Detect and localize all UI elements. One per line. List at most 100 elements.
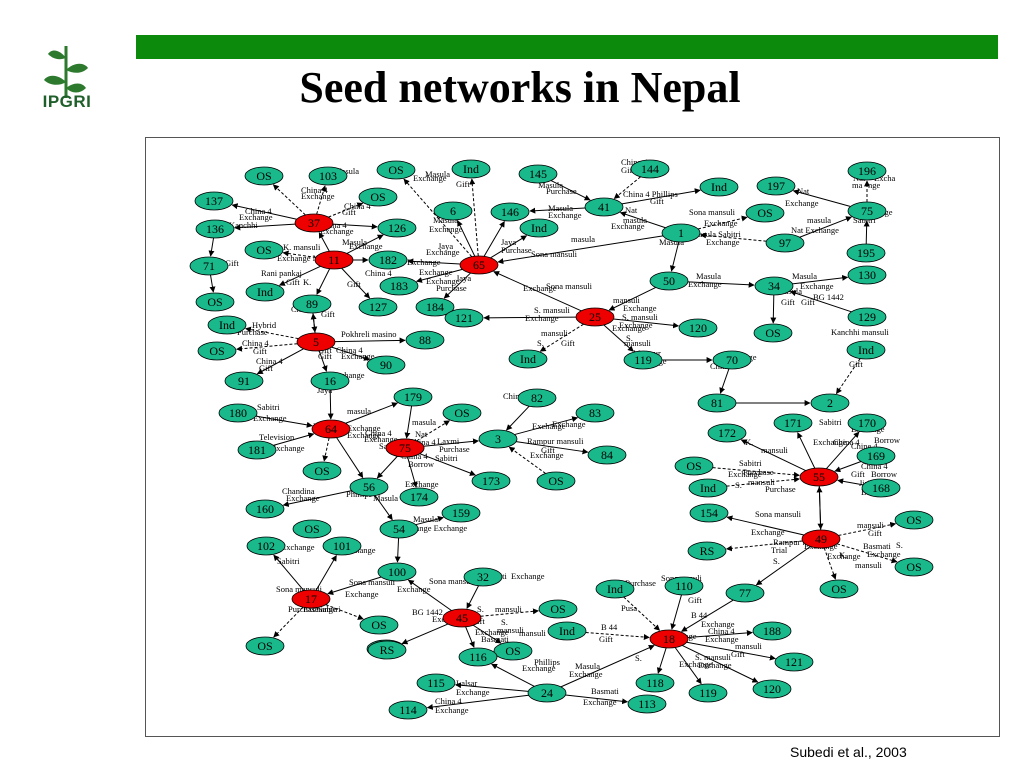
node-label: 24 [541,686,553,700]
node-ellipse [245,499,285,519]
node-label: OS [757,206,772,220]
edge-label: Sabitri [318,604,341,614]
network-node-n172: 172 [707,423,747,443]
network-edge [603,324,634,352]
network-node-n183: 183 [379,276,419,296]
node-ellipse [245,636,285,656]
node-ellipse [575,403,615,423]
network-node-n6: 6 [433,201,473,221]
network-node-n18: 18 [649,629,689,649]
edge-label: Exchange [419,267,453,277]
node-label: 17 [305,592,317,606]
edge-label: Trial [771,545,788,555]
node-ellipse [388,700,428,720]
node-ellipse [689,503,729,523]
network-node-n126: 126 [377,218,417,238]
edge-label: Gift [318,351,332,361]
network-edge [234,223,296,231]
node-label: 49 [815,532,827,546]
network-edge [472,624,502,644]
edge-label: Exchange [345,589,379,599]
network-node-n16: 16 [310,371,350,391]
network-node-n118: 118 [635,673,675,693]
node-label: Ind [700,481,716,495]
network-edge [334,337,406,344]
node-ellipse [244,240,284,260]
node-label: 160 [256,502,274,516]
network-node-n34: 34 [754,276,794,296]
edge-label: Exchange [523,283,557,293]
edge-label: S. [735,480,742,490]
node-label: 183 [390,279,408,293]
network-node-n121a: 121 [444,308,484,328]
edge-label: Purchase [237,327,268,337]
edge-label: mansuli [761,445,789,455]
node-ellipse [725,583,765,603]
node-ellipse [490,202,530,222]
node-ellipse [765,233,805,253]
node-label: 171 [784,416,802,430]
header-bar [136,35,998,59]
node-ellipse [379,519,419,539]
network-node-n145: 145 [518,164,558,184]
node-ellipse [296,332,336,352]
network-node-os17: OS [538,599,578,619]
node-label: 172 [718,426,736,440]
network-edge [797,432,816,469]
edge-label: Nat [415,429,428,439]
node-ellipse [478,429,518,449]
network-edge [426,694,529,710]
network-node-n100: 100 [377,562,417,582]
edge-label: Nat [797,186,810,196]
network-edge [697,215,748,230]
node-label: Ind [711,180,727,194]
edge-label: nge [868,180,881,190]
node-label: 55 [813,470,825,484]
node-ellipse [368,250,408,270]
node-label: 127 [369,300,387,314]
edge-label: Basmati [863,541,891,551]
network-node-n25: 25 [575,307,615,327]
network-edge [469,178,479,257]
network-node-n84: 84 [587,445,627,465]
network-node-ind2: Ind [699,177,739,197]
edge-label: S. [626,333,633,343]
edge-label: mansuli [624,338,652,348]
node-ellipse [308,166,348,186]
edge-label: Exchange [405,479,439,489]
edge-label: Exchange [253,413,287,423]
edge-label: China 4 [833,437,860,447]
edge-label: Gift [731,649,745,659]
node-ellipse [442,403,482,423]
edge-label: Sona mansuli [689,207,736,217]
node-ellipse [753,323,793,343]
node-ellipse [359,615,399,635]
network-node-n24: 24 [527,683,567,703]
edge-label: Gift [599,634,613,644]
edge-label: Basmati [591,686,619,696]
network-node-os9: OS [442,403,482,423]
edge-label: Exchange [347,430,381,440]
network-node-n70: 70 [712,350,752,370]
node-ellipse [416,673,456,693]
node-ellipse [302,461,342,481]
edge-label: S. [896,540,903,550]
edge-label: Sona mansuli [755,509,802,519]
node-ellipse [195,219,235,239]
network-node-n50: 50 [649,271,689,291]
network-node-n81: 81 [697,393,737,413]
network-edge [407,258,461,265]
network-node-os12: OS [536,471,576,491]
node-label: OS [304,522,319,536]
node-label: 173 [482,474,500,488]
network-edge [457,220,476,257]
node-ellipse [463,567,503,587]
network-node-os4: OS [745,203,785,223]
node-ellipse [458,647,498,667]
node-label: OS [314,464,329,478]
edge-label: Exchange Masula [277,253,338,263]
edge-label: Gift [286,277,300,287]
edge-label: China 4 [320,220,347,230]
edge-label: Exchange [349,241,383,251]
network-edge [483,314,577,321]
